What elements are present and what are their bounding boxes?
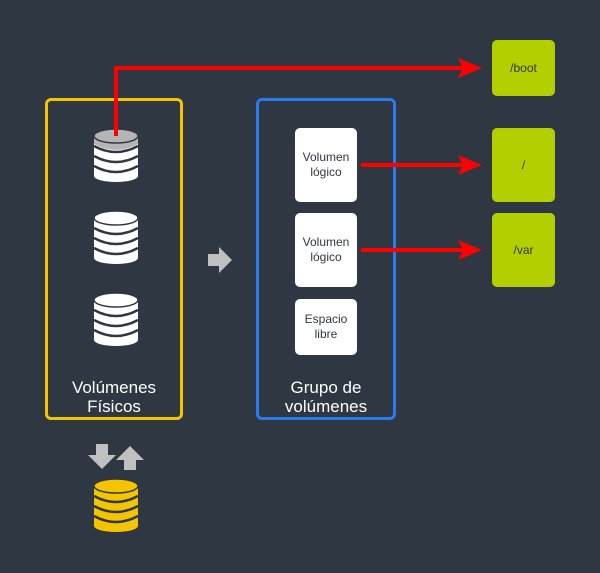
- database-icon: [93, 478, 139, 532]
- arrow-right-icon: [208, 247, 232, 273]
- arrow-up-icon: [116, 446, 144, 470]
- database-icon: [93, 292, 139, 346]
- free-space-line1: Espacio: [304, 312, 348, 326]
- volume-group-label-line2: volúmenes: [284, 397, 368, 416]
- lv2-line2: lógico: [310, 250, 342, 264]
- red-arrow-boot: [114, 58, 482, 136]
- red-arrow-var: [361, 240, 482, 260]
- arrow-down-icon: [88, 444, 116, 469]
- volume-group-box: Grupo de volúmenes: [256, 98, 396, 420]
- lv1-line2: lógico: [310, 165, 342, 179]
- physical-volumes-label-line1: Volúmenes: [71, 378, 157, 397]
- mount-point-boot-label: /boot: [510, 61, 537, 75]
- lv2-line1: Volumen: [302, 235, 350, 249]
- free-space-line2: libre: [314, 327, 338, 341]
- red-arrow-root: [361, 155, 482, 175]
- volume-group-label-line1: Grupo de: [290, 378, 362, 397]
- mount-point-var-label: /var: [513, 243, 534, 257]
- physical-volumes-box: Volúmenes Físicos: [45, 98, 183, 420]
- volume-group-label: Grupo de volúmenes: [259, 378, 393, 416]
- physical-volumes-label: Volúmenes Físicos: [48, 378, 180, 416]
- mount-point-var: /var: [492, 213, 555, 287]
- mount-point-root: /: [492, 128, 555, 202]
- mount-point-boot: /boot: [492, 40, 555, 96]
- database-icon: [93, 128, 139, 182]
- database-icon: [93, 210, 139, 264]
- mount-point-root-label: /: [521, 158, 526, 172]
- lv1-line1: Volumen: [302, 150, 350, 164]
- physical-volumes-label-line2: Físicos: [87, 397, 141, 416]
